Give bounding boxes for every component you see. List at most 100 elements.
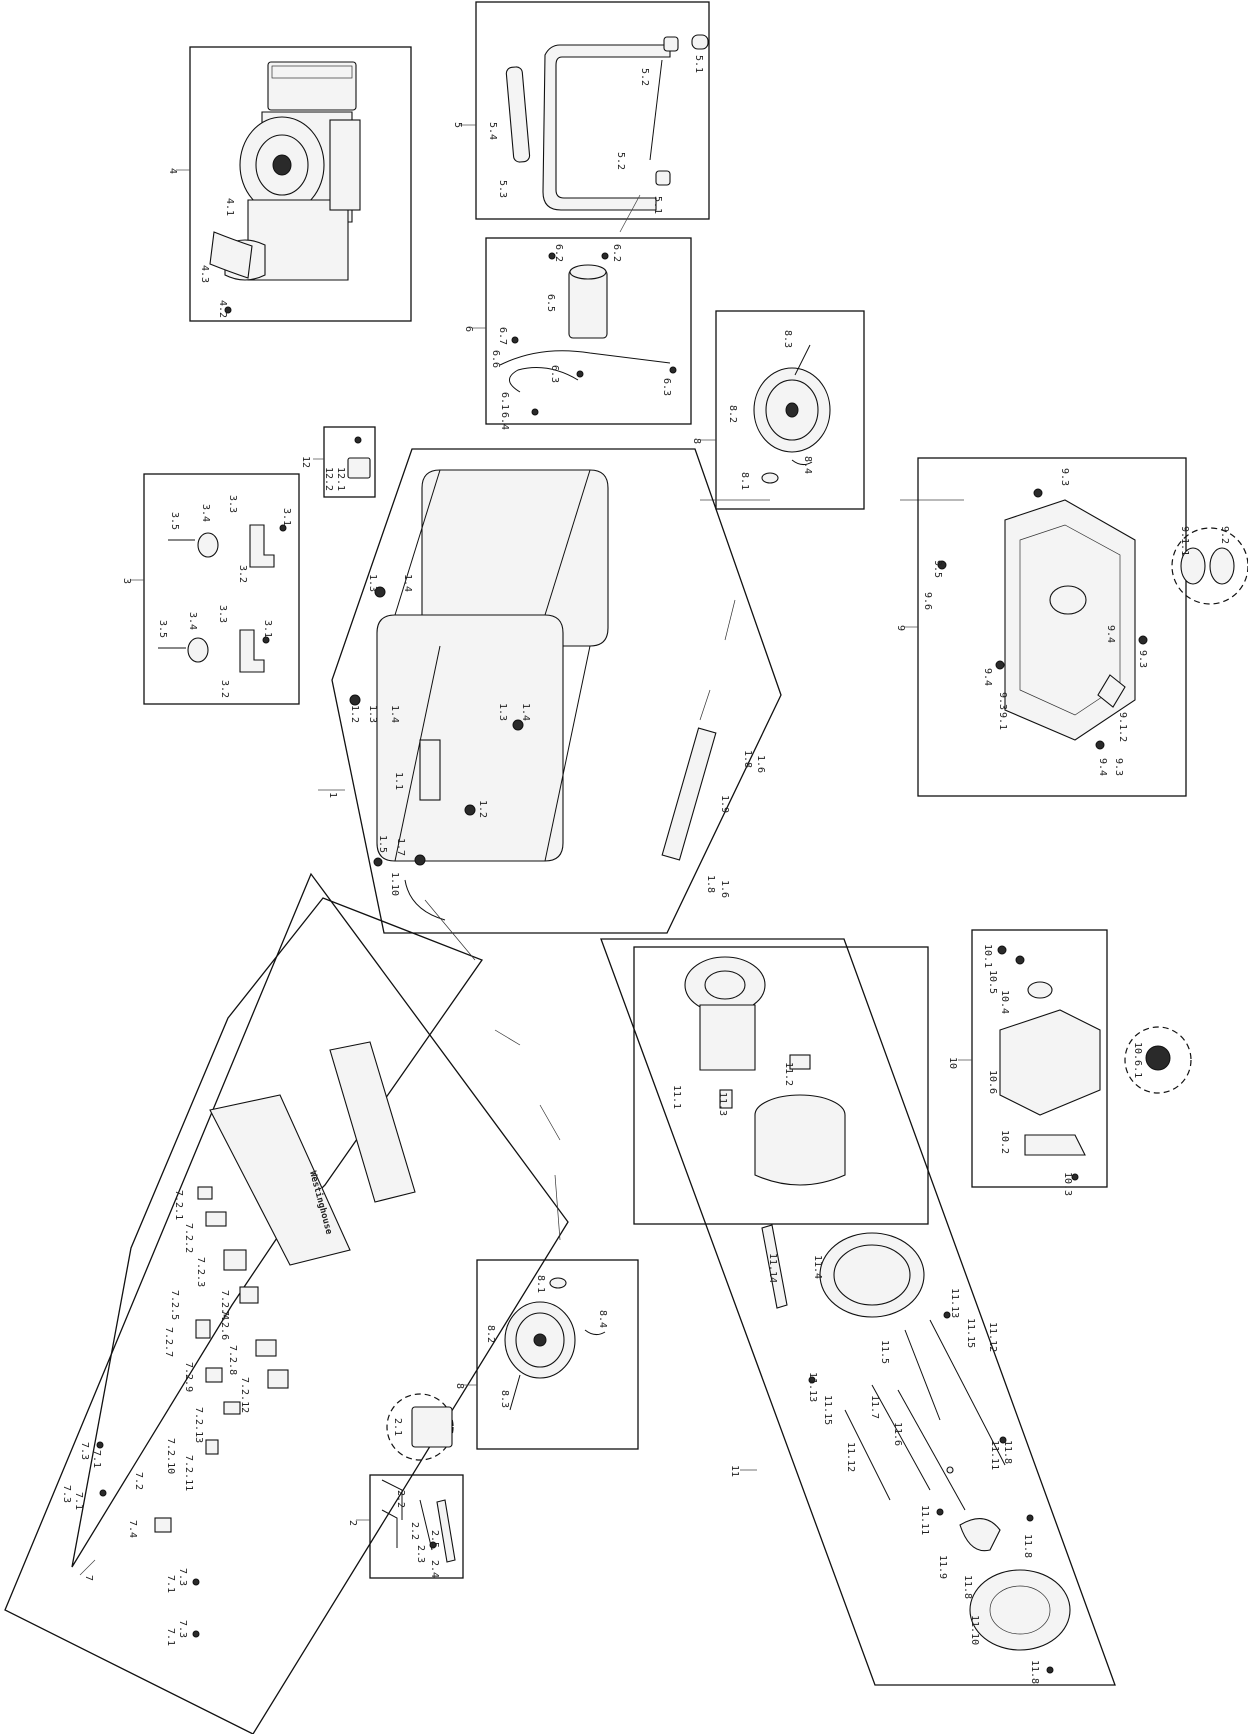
callout-7-2-10: 7.2.10 — [165, 1438, 176, 1474]
callout-1-4b: 1.4 — [389, 705, 400, 723]
callout-11-10: 11.10 — [969, 1615, 980, 1645]
callout-1-1: 1.1 — [393, 772, 404, 790]
callout-7-2-5: 7.2.5 — [169, 1290, 180, 1320]
callout-8-4-top: 8.4 — [802, 456, 813, 474]
callout-1-5: 1.5 — [377, 835, 388, 853]
callout-8-2-top: 8.2 — [727, 405, 738, 423]
callout-11-13b: 11.13 — [807, 1372, 818, 1402]
callout-8-4-bottom: 8.4 — [597, 1310, 608, 1328]
part-callouts: 4.1 4.3 4.2 5.1 5.2 5.4 5.2 5.1 5.3 6.2 … — [61, 55, 1230, 1684]
callout-1-2b: 1.2 — [477, 800, 488, 818]
callout-11-6: 11.6 — [892, 1422, 903, 1446]
group-8-wheel-top — [700, 310, 964, 510]
callout-2-2b: 2.2 — [409, 1522, 420, 1540]
callout-10-4: 10.4 — [999, 990, 1010, 1014]
callout-7-4: 7.4 — [127, 1520, 138, 1538]
callout-6-1: 6.1 — [499, 392, 510, 410]
callout-6-3a: 6.3 — [549, 365, 560, 383]
group-4-label: 4 — [167, 168, 178, 174]
callout-1-9: 1.9 — [719, 795, 730, 813]
callout-11-11b: 11.11 — [919, 1505, 930, 1535]
callout-5-4: 5.4 — [487, 122, 498, 140]
callout-11-12a: 11.12 — [987, 1322, 998, 1352]
group-8-wheel-bottom — [463, 1259, 639, 1450]
callout-3-4a: 3.4 — [200, 504, 211, 522]
callout-1-7: 1.7 — [395, 838, 406, 856]
callout-2-5: 2.5 — [429, 1530, 440, 1548]
callout-9-6: 9.6 — [922, 592, 933, 610]
callout-1-3a: 1.3 — [367, 574, 378, 592]
callout-10-6-1: 10.6.1 — [1132, 1042, 1143, 1078]
group-10-label: 10 — [947, 1057, 958, 1069]
callout-1-4c: 1.4 — [520, 703, 531, 721]
callout-12-1: 12.1 — [335, 467, 346, 491]
callout-1-3b: 1.3 — [367, 705, 378, 723]
callout-7-3b: 7.3 — [61, 1485, 72, 1503]
group-5-handle — [460, 1, 710, 233]
callout-9-1-1: 9.1.1 — [1179, 526, 1190, 556]
callout-3-1b: 3.1 — [262, 620, 273, 638]
callout-9-1-2: 9.1.2 — [1117, 712, 1128, 742]
callout-9-5: 9.5 — [932, 560, 943, 578]
guide-lines — [424, 599, 736, 1241]
callout-3-2a: 3.2 — [237, 565, 248, 583]
callout-1-6b: 1.6 — [719, 880, 730, 898]
callout-7-2-6: 7.2.6 — [219, 1310, 230, 1340]
group-number-labels: 1 2 3 4 5 6 7 8 8 9 10 11 12 — [83, 122, 958, 1581]
group-7-control-panel — [4, 872, 569, 1734]
callout-6-2a: 6.2 — [553, 244, 564, 262]
callout-3-5b: 3.5 — [157, 620, 168, 638]
callout-7-2-7: 7.2.7 — [163, 1327, 174, 1357]
callout-6-4: 6.4 — [499, 412, 510, 430]
callout-11-15a: 11.15 — [965, 1318, 976, 1348]
group-11-alternator — [600, 938, 1116, 1686]
callout-3-3a: 3.3 — [227, 495, 238, 513]
group-4-engine — [176, 46, 412, 322]
callout-7-2-9: 7.2.9 — [183, 1362, 194, 1392]
callout-11-8b: 11.8 — [1022, 1534, 1033, 1558]
callout-1-10: 1.10 — [389, 872, 400, 896]
callout-5-1a: 5.1 — [693, 55, 704, 73]
callout-7-2: 7.2 — [133, 1472, 144, 1490]
callout-9-3b: 9.3 — [1137, 650, 1148, 668]
callout-11-13a: 11.13 — [949, 1288, 960, 1318]
callout-1-3c: 1.3 — [497, 703, 508, 721]
callout-7-3c: 7.3 — [177, 1568, 188, 1586]
callout-5-2a: 5.2 — [639, 68, 650, 86]
callout-1-2a: 1.2 — [349, 705, 360, 723]
callout-8-3-top: 8.3 — [782, 330, 793, 348]
callout-7-2-12: 7.2.12 — [239, 1377, 250, 1413]
callout-6-6: 6.6 — [490, 350, 501, 368]
callout-7-2-3: 7.2.3 — [195, 1257, 206, 1287]
callout-4-3: 4.3 — [199, 265, 210, 283]
group-8-label-top: 8 — [691, 438, 702, 444]
callout-7-2-4: 7.2.4 — [219, 1290, 230, 1320]
callout-7-2-2: 7.2.2 — [183, 1223, 194, 1253]
callout-11-3: 11.3 — [717, 1092, 728, 1116]
callout-11-2: 11.2 — [783, 1062, 794, 1086]
callout-9-3c: 9.3 — [997, 692, 1008, 710]
group-8-label-bottom: 8 — [454, 1383, 465, 1389]
group-12-label: 12 — [300, 456, 311, 468]
callout-3-4b: 3.4 — [187, 612, 198, 630]
callout-10-2: 10.2 — [999, 1130, 1010, 1154]
callout-7-2-13: 7.2.13 — [193, 1407, 204, 1443]
callout-3-1a: 3.1 — [281, 508, 292, 526]
callout-4-1: 4.1 — [224, 198, 235, 216]
group-5-label: 5 — [452, 122, 463, 128]
callout-10-3: 10.3 — [1062, 1172, 1073, 1196]
callout-7-3a: 7.3 — [79, 1442, 90, 1460]
group-3-label: 3 — [121, 578, 132, 584]
callout-6-2b: 6.2 — [611, 244, 622, 262]
group-1-frame — [318, 448, 782, 934]
callout-8-3-bottom: 8.3 — [499, 1390, 510, 1408]
group-2-label: 2 — [347, 1520, 358, 1526]
group-9-label: 9 — [895, 625, 906, 631]
callout-5-1b: 5.1 — [652, 196, 663, 214]
callout-7-2-1: 7.2.1 — [173, 1190, 184, 1220]
callout-11-8d: 11.8 — [1029, 1660, 1040, 1684]
callout-8-2-bottom: 8.2 — [485, 1325, 496, 1343]
callout-3-3b: 3.3 — [217, 605, 228, 623]
callout-11-12b: 11.12 — [845, 1442, 856, 1472]
callout-9-3a: 9.3 — [1059, 468, 1070, 486]
